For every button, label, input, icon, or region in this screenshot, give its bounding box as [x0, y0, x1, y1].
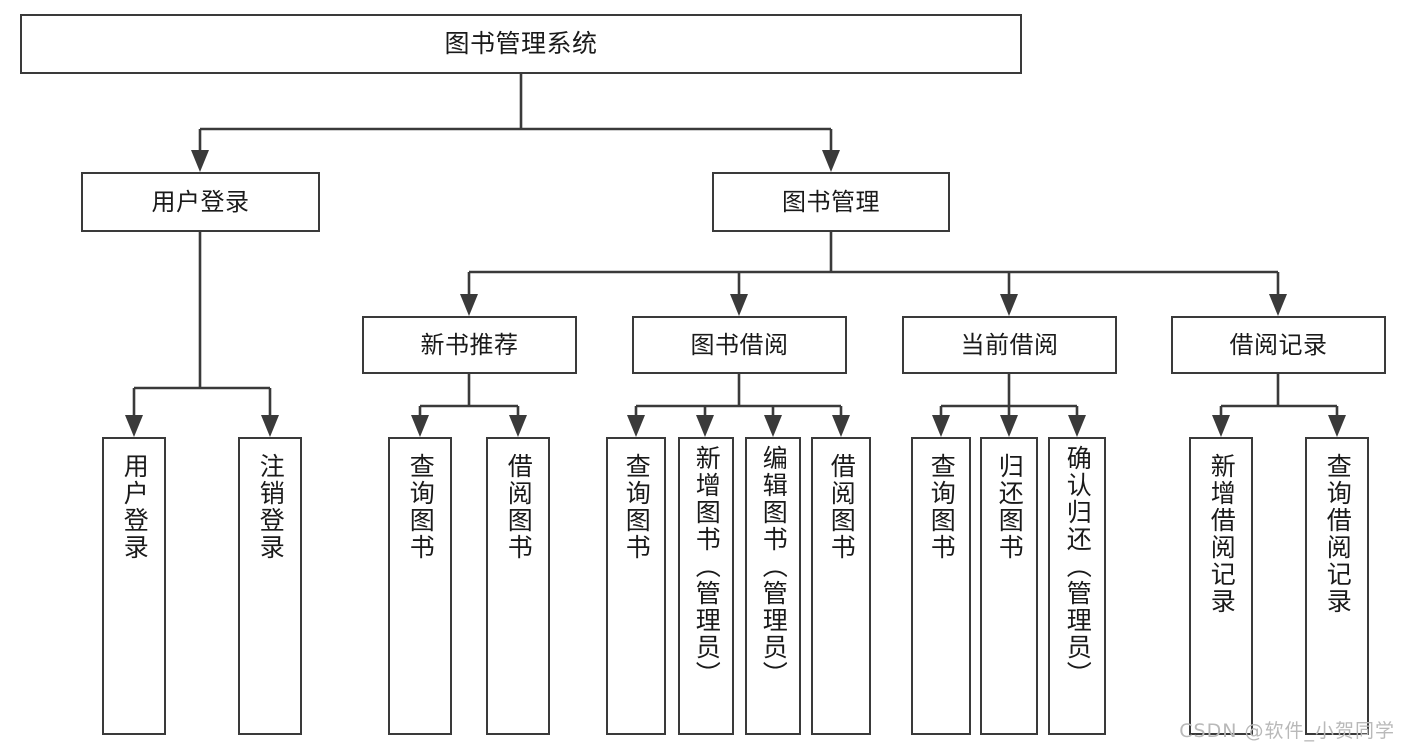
edge-bookmanage-to-level3 [460, 232, 1287, 316]
node-leaf-add-record-label: 新增借阅记录 [1207, 453, 1237, 615]
node-user-login-label: 用户登录 [151, 187, 250, 216]
node-leaf-add-book[interactable]: 新增图书（管理员） [678, 437, 734, 735]
node-leaf-return-book[interactable]: 归还图书 [980, 437, 1038, 735]
node-leaf-add-book-label: 新增图书（管理员） [692, 445, 722, 688]
node-leaf-query-record[interactable]: 查询借阅记录 [1305, 437, 1369, 735]
node-book-manage[interactable]: 图书管理 [712, 172, 950, 232]
edge-newbookrec-to-leaves [411, 374, 527, 437]
node-book-borrow[interactable]: 图书借阅 [632, 316, 847, 374]
node-root-system-label: 图书管理系统 [444, 29, 598, 58]
edge-borrowrecord-to-leaves [1212, 374, 1346, 437]
node-leaf-borrow-book-2-label: 借阅图书 [827, 453, 857, 561]
node-leaf-query-book-3-label: 查询图书 [927, 453, 957, 561]
node-leaf-edit-book-label: 编辑图书（管理员） [759, 445, 789, 688]
node-leaf-return-book-label: 归还图书 [995, 453, 1025, 561]
node-leaf-query-book-1-label: 查询图书 [406, 453, 436, 561]
edge-root-to-level2 [191, 74, 840, 172]
node-leaf-edit-book[interactable]: 编辑图书（管理员） [745, 437, 801, 735]
node-new-book-rec-label: 新书推荐 [420, 330, 519, 359]
node-leaf-add-record[interactable]: 新增借阅记录 [1189, 437, 1253, 735]
node-book-manage-label: 图书管理 [782, 187, 880, 216]
node-borrow-record[interactable]: 借阅记录 [1171, 316, 1386, 374]
edge-userlogin-to-leaves [125, 232, 279, 437]
node-user-login[interactable]: 用户登录 [81, 172, 320, 232]
node-book-borrow-label: 图书借阅 [690, 330, 789, 359]
node-leaf-borrow-book-1-label: 借阅图书 [504, 453, 534, 561]
node-leaf-borrow-book-2[interactable]: 借阅图书 [811, 437, 871, 735]
node-leaf-query-record-label: 查询借阅记录 [1323, 453, 1353, 615]
node-leaf-confirm-return-label: 确认归还（管理员） [1063, 445, 1093, 688]
node-new-book-rec[interactable]: 新书推荐 [362, 316, 577, 374]
node-leaf-user-login[interactable]: 用户登录 [102, 437, 166, 735]
node-leaf-query-book-2[interactable]: 查询图书 [606, 437, 666, 735]
node-leaf-query-book-2-label: 查询图书 [622, 453, 652, 561]
csdn-watermark: CSDN @软件_小贺同学 [1179, 720, 1395, 742]
edge-bookborrow-to-leaves [627, 374, 850, 437]
node-leaf-user-logout[interactable]: 注销登录 [238, 437, 302, 735]
node-leaf-query-book-1[interactable]: 查询图书 [388, 437, 452, 735]
node-leaf-borrow-book-1[interactable]: 借阅图书 [486, 437, 550, 735]
node-leaf-user-logout-label: 注销登录 [256, 453, 286, 561]
node-leaf-user-login-label: 用户登录 [120, 453, 150, 561]
node-current-borrow-label: 当前借阅 [960, 330, 1059, 359]
node-leaf-query-book-3[interactable]: 查询图书 [911, 437, 971, 735]
node-borrow-record-label: 借阅记录 [1229, 330, 1328, 359]
node-current-borrow[interactable]: 当前借阅 [902, 316, 1117, 374]
node-root-system[interactable]: 图书管理系统 [20, 14, 1022, 74]
node-leaf-confirm-return[interactable]: 确认归还（管理员） [1048, 437, 1106, 735]
edge-currentborrow-to-leaves [932, 374, 1086, 437]
